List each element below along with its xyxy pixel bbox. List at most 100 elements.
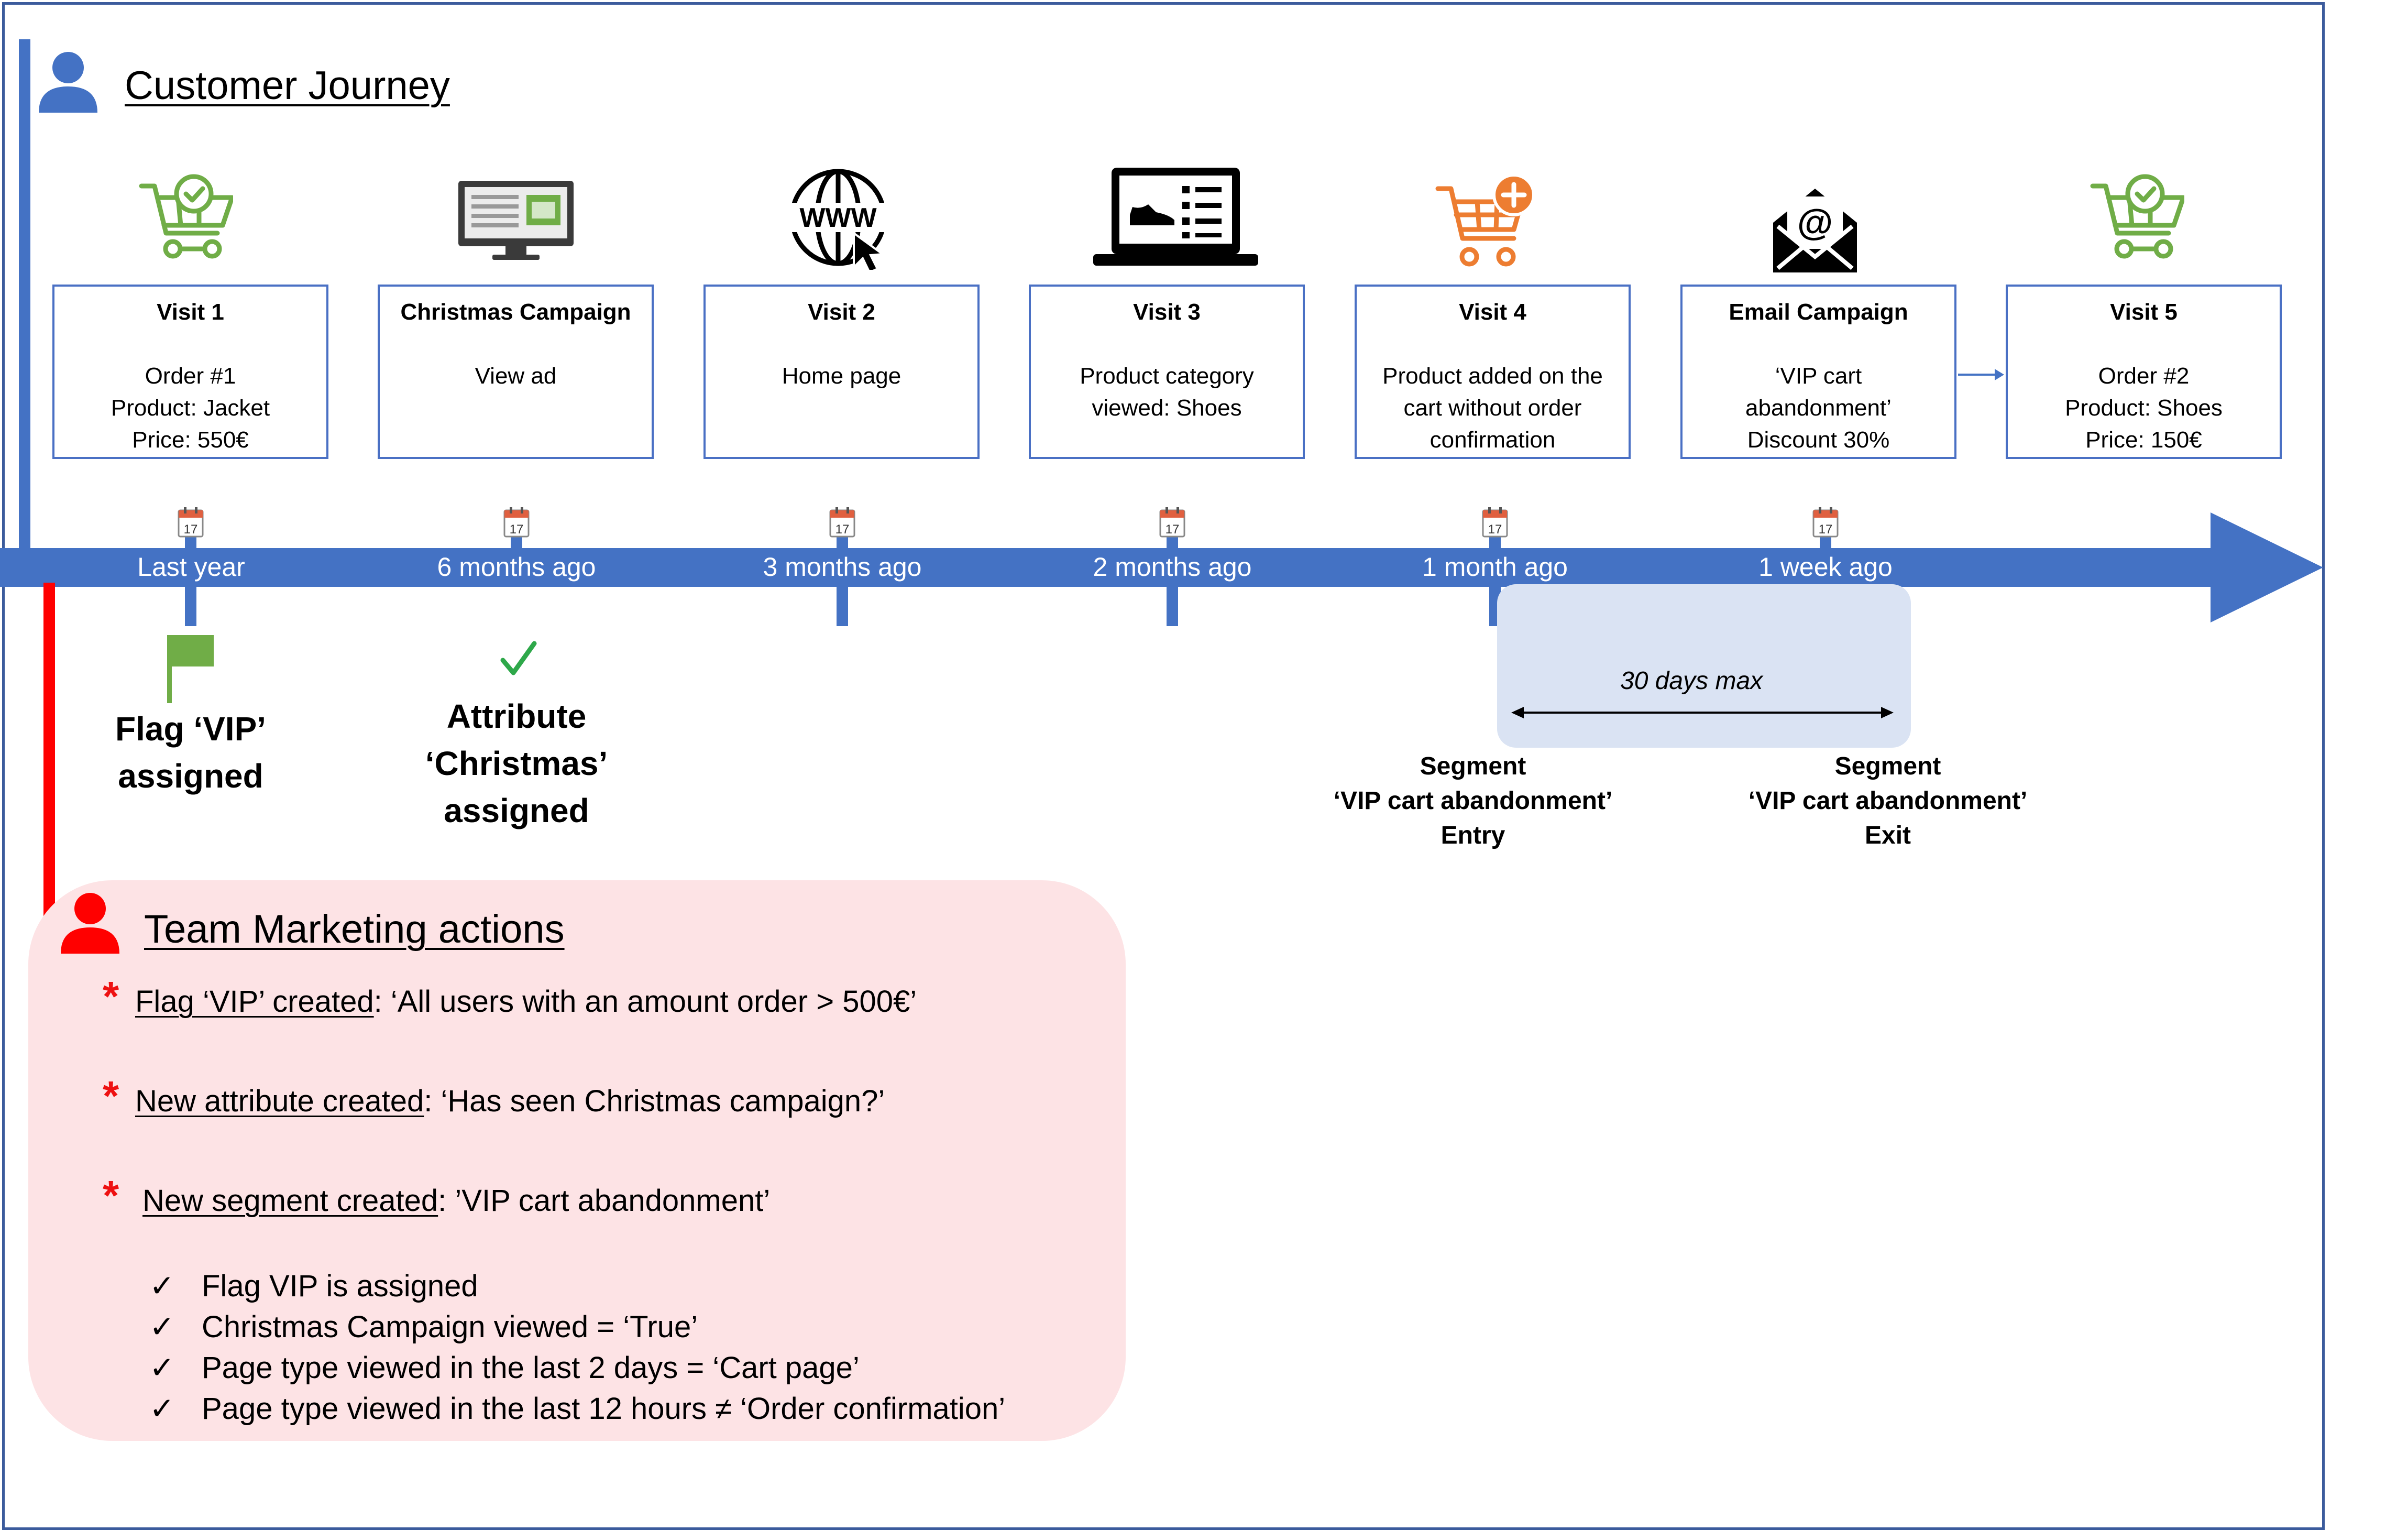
segment-entry-line: ‘VIP cart abandonment’ [1333, 787, 1613, 815]
www-globe-icon: WWW [786, 165, 896, 274]
action-attribute: New attribute created: ‘Has seen Christm… [135, 1084, 885, 1119]
timeline-tick [837, 524, 848, 626]
time-label: 1 month ago [1422, 552, 1568, 582]
criteria-text: Christmas Campaign viewed = ‘True’ [202, 1310, 698, 1344]
segment-exit-line: Exit [1864, 822, 1911, 849]
calendar-icon: 17 [503, 507, 530, 538]
star-icon: * [103, 1073, 119, 1119]
step-title: Email Campaign [1729, 299, 1908, 325]
step-detail: Product: Jacket [111, 395, 270, 421]
time-label: Last year [137, 552, 245, 582]
calendar-day: 17 [835, 522, 850, 537]
check-icon [500, 640, 537, 678]
calendar-day: 17 [1819, 522, 1833, 537]
star-icon: * [103, 973, 119, 1020]
attribute-line: ‘Christmas’ [425, 745, 608, 782]
step-detail: View ad [475, 363, 557, 389]
cart-check-icon [2090, 170, 2186, 265]
calendar-day: 17 [1165, 522, 1180, 537]
check-mark-icon: ✓ [149, 1351, 175, 1385]
step-detail: Home page [782, 363, 901, 389]
criteria-text: Page type viewed in the last 12 hours ≠ … [202, 1392, 1006, 1426]
step-box-visit-2: Visit 2 Home page [703, 285, 980, 459]
segment-entry-line: Segment [1420, 752, 1526, 780]
marketing-person-icon [59, 891, 122, 954]
step-detail: Order #1 [145, 363, 236, 389]
marketing-title: Team Marketing actions [144, 907, 565, 952]
calendar-icon: 17 [1482, 507, 1508, 538]
calendar-day: 17 [1488, 522, 1502, 537]
calendar-icon: 17 [1812, 507, 1839, 538]
segment-exit-line: Segment [1834, 752, 1941, 780]
step-detail: Product added on the [1382, 363, 1603, 389]
window-double-arrow [1511, 705, 1894, 720]
cart-plus-icon [1435, 173, 1540, 275]
criteria-item: ✓ Christmas Campaign viewed = ‘True’ [149, 1309, 698, 1345]
step-detail: Order #2 [2098, 363, 2190, 389]
segment-entry-note: Segment ‘VIP cart abandonment’ Entry [1334, 749, 1613, 853]
step-box-christmas-campaign: Christmas Campaign View ad [378, 285, 654, 459]
action-label: New attribute created [135, 1084, 424, 1118]
action-label: Flag ‘VIP’ created [135, 985, 374, 1019]
segment-window [1497, 584, 1911, 748]
step-detail: Product: Shoes [2065, 395, 2223, 421]
timeline-tick [185, 524, 196, 626]
step-box-visit-3: Visit 3 Product category viewed: Shoes [1029, 285, 1305, 459]
check-mark-icon: ✓ [149, 1392, 175, 1426]
email-at-icon: @ [1771, 178, 1860, 275]
check-mark-icon: ✓ [149, 1310, 175, 1344]
step-detail: abandonment’ [1745, 395, 1892, 421]
step-box-visit-4: Visit 4 Product added on the cart withou… [1355, 285, 1631, 459]
cart-check-icon [139, 170, 235, 265]
attribute-line: Attribute [446, 697, 587, 735]
step-detail: Discount 30% [1747, 427, 1890, 453]
step-detail: Price: 550€ [132, 427, 249, 453]
journey-vertical-line [19, 39, 30, 579]
svg-text:WWW: WWW [799, 203, 877, 233]
step-detail: Price: 150€ [2085, 427, 2202, 453]
flag-vip-line: assigned [118, 757, 263, 795]
step-title: Visit 1 [157, 299, 224, 325]
customer-person-icon [37, 50, 100, 113]
time-label: 1 week ago [1758, 552, 1893, 582]
step-detail: ‘VIP cart [1775, 363, 1862, 389]
customer-journey-title: Customer Journey [125, 63, 450, 108]
attribute-christmas-note: Attribute ‘Christmas’ assigned [425, 693, 608, 834]
flag-icon [165, 635, 217, 703]
segment-exit-line: ‘VIP cart abandonment’ [1748, 787, 2028, 815]
marketing-panel [28, 880, 1126, 1441]
criteria-text: Flag VIP is assigned [202, 1269, 478, 1303]
marketing-vertical-line [43, 583, 55, 960]
calendar-icon: 17 [829, 507, 855, 538]
step-title: Visit 4 [1459, 299, 1526, 325]
action-label: New segment created [142, 1184, 438, 1218]
step-title: Christmas Campaign [400, 299, 631, 325]
step-detail: confirmation [1430, 427, 1556, 453]
laptop-shoe-icon [1091, 165, 1261, 270]
timeline-arrow [0, 512, 2326, 622]
svg-text:@: @ [1797, 202, 1833, 243]
calendar-day: 17 [510, 522, 524, 537]
step-detail: viewed: Shoes [1092, 395, 1242, 421]
action-segment: New segment created: ’VIP cart abandonme… [142, 1183, 770, 1218]
criteria-item: ✓Flag VIP is assigned [149, 1268, 478, 1304]
segment-exit-note: Segment ‘VIP cart abandonment’ Exit [1749, 749, 2028, 853]
email-to-visit5-arrow [1958, 367, 2005, 382]
flag-vip-note: Flag ‘VIP’ assigned [115, 705, 266, 800]
calendar-icon: 17 [1159, 507, 1185, 538]
step-title: Visit 2 [808, 299, 875, 325]
flag-vip-line: Flag ‘VIP’ [115, 710, 267, 748]
step-detail: cart without order [1403, 395, 1582, 421]
criteria-item: ✓ Page type viewed in the last 12 hours ≠… [149, 1391, 1005, 1426]
time-label: 6 months ago [437, 552, 596, 582]
star-icon: * [103, 1172, 119, 1219]
action-text: : ‘All users with an amount order > 500€… [373, 985, 917, 1019]
step-title: Visit 5 [2110, 299, 2178, 325]
criteria-text: Page type viewed in the last 2 days = ‘C… [202, 1351, 860, 1385]
step-box-email-campaign: Email Campaign ‘VIP cart abandonment’ Di… [1680, 285, 1956, 459]
segment-entry-line: Entry [1441, 822, 1505, 849]
action-flag: Flag ‘VIP’ created: ‘All users with an a… [135, 984, 917, 1019]
action-text: : ’VIP cart abandonment’ [438, 1184, 771, 1218]
timeline-tick [1167, 524, 1178, 626]
time-label: 2 months ago [1093, 552, 1252, 582]
